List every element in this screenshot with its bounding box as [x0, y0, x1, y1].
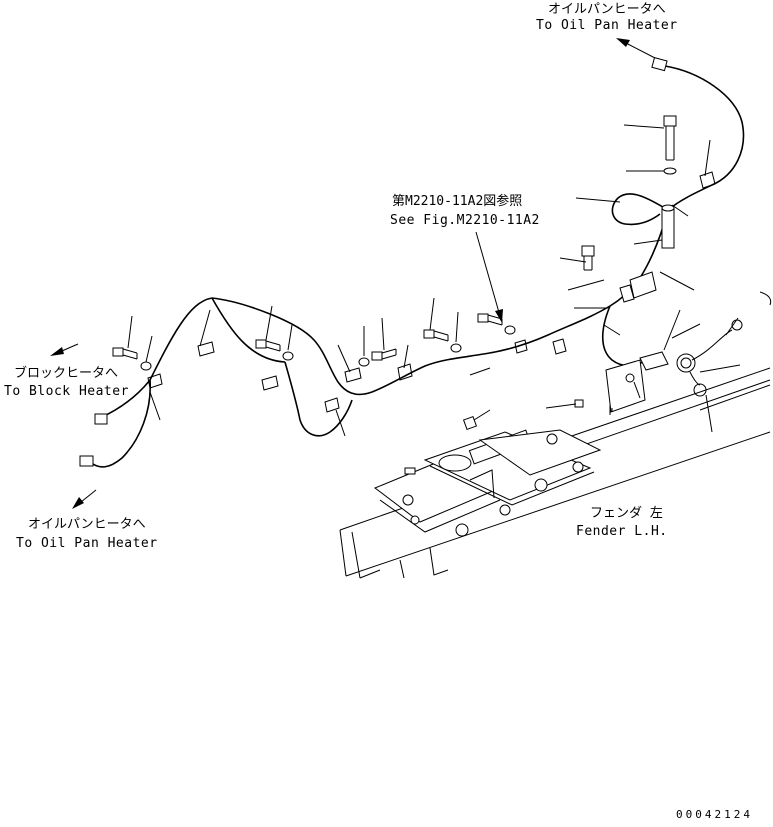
bolt-icon — [112, 347, 138, 360]
bolt-icon — [477, 313, 503, 326]
bolt-icon — [581, 245, 595, 271]
label-block-jp: ブロックヒータへ — [14, 365, 118, 381]
harness-clamps — [147, 171, 716, 413]
sensor-bracket — [605, 271, 743, 415]
arrow-top-oil-pan — [616, 38, 656, 59]
bolt-icon — [663, 115, 677, 161]
washer-icon — [504, 325, 516, 335]
drawing-code: 00042124 — [676, 808, 753, 821]
leader-lines — [127, 124, 741, 437]
washer-icon — [282, 351, 294, 361]
connector-oil-pan-bottom — [79, 455, 94, 467]
label-top-en: To Oil Pan Heater — [536, 18, 678, 33]
arrow-bottom-oil-pan — [72, 489, 97, 509]
label-ref-en: See Fig.M2210-11A2 — [390, 213, 540, 228]
nut-icon — [574, 399, 584, 408]
connector-top — [651, 57, 668, 72]
label-ref-jp: 第M2210-11A2図参照 — [392, 193, 522, 209]
arrow-ref-fig — [475, 231, 503, 323]
nut-icon — [462, 415, 478, 431]
label-bottom-jp: オイルパンヒータへ — [28, 517, 146, 532]
connector-block-heater — [94, 413, 108, 425]
bolt-icon — [371, 348, 397, 361]
washer-icon — [140, 361, 152, 371]
bolt-icon — [255, 339, 281, 352]
label-bottom-en: To Oil Pan Heater — [16, 536, 158, 551]
arrow-block-heater — [50, 343, 79, 356]
washer-icon — [663, 167, 677, 175]
fender-assembly — [339, 291, 772, 579]
label-top-jp: オイルパンヒータへ — [548, 2, 666, 17]
spacer-icon — [661, 204, 675, 249]
label-block-en: To Block Heater — [4, 384, 129, 399]
bolts — [112, 115, 677, 431]
bolt-icon — [423, 329, 449, 342]
washer-icon — [450, 343, 462, 353]
harness-cable — [89, 65, 745, 468]
label-fender-en: Fender L.H. — [576, 524, 668, 539]
label-fender-jp: フェンダ 左 — [590, 506, 663, 521]
washer-icon — [358, 357, 370, 367]
